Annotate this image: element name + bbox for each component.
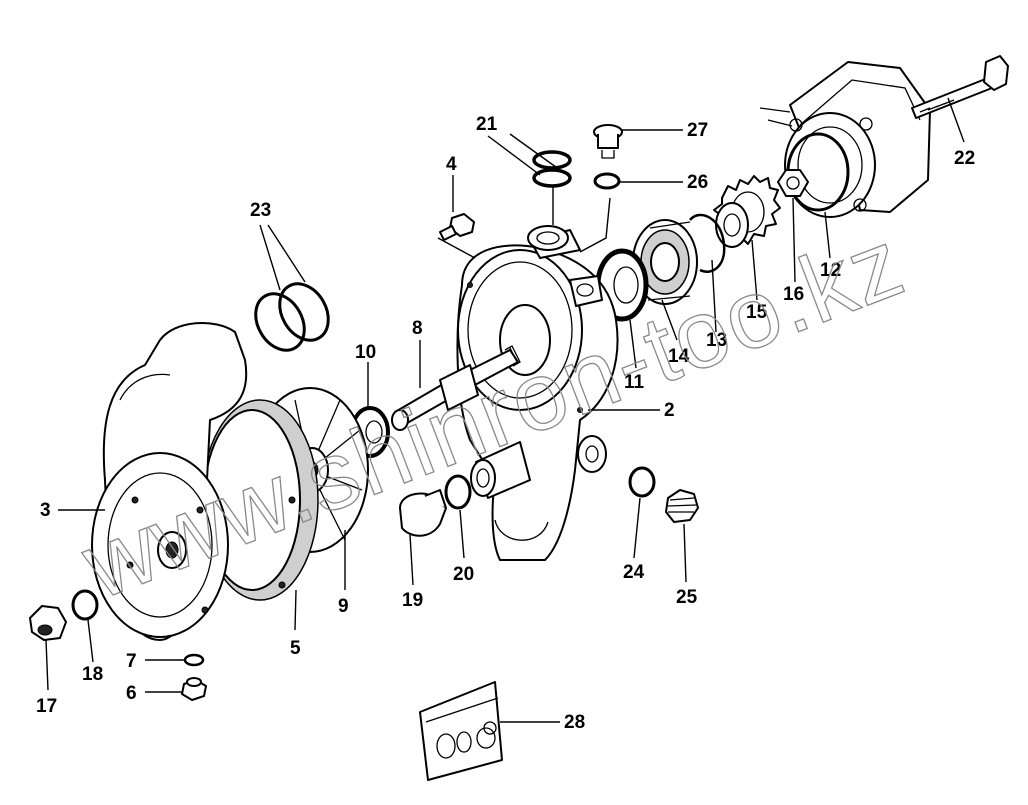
callout-20: 20 <box>453 564 474 585</box>
o-rings-part-23 <box>254 282 330 352</box>
plug-part-19 <box>399 489 447 537</box>
callout-17: 17 <box>36 696 57 717</box>
callout-13: 13 <box>706 330 727 351</box>
washer-part-18 <box>71 589 99 621</box>
callout-27: 27 <box>687 120 708 141</box>
callout-26: 26 <box>687 172 708 193</box>
washer-part-20 <box>444 474 472 510</box>
callout-5: 5 <box>290 638 301 659</box>
callout-8: 8 <box>412 318 423 339</box>
callout-15: 15 <box>746 302 768 323</box>
engine-mounting-flange <box>759 61 931 218</box>
callout-numbers: 2 3 4 5 6 7 8 9 10 11 12 13 14 15 16 17 … <box>36 114 975 733</box>
callout-3: 3 <box>40 500 51 521</box>
callout-12: 12 <box>820 260 841 281</box>
screw-part-6 <box>181 677 207 701</box>
callout-6: 6 <box>126 683 137 704</box>
washer-part-24 <box>628 466 656 498</box>
callout-10: 10 <box>355 342 376 363</box>
callout-23: 23 <box>250 200 271 221</box>
washer-part-26 <box>593 172 621 190</box>
callout-22: 22 <box>954 148 975 169</box>
callout-24: 24 <box>623 562 645 583</box>
screw-plug-part-27 <box>593 124 623 159</box>
shaft-part-8 <box>391 345 521 431</box>
callout-4: 4 <box>446 154 457 175</box>
callout-25: 25 <box>676 587 698 608</box>
callout-28: 28 <box>564 712 585 733</box>
callout-21: 21 <box>476 114 498 135</box>
callout-11: 11 <box>624 372 645 393</box>
bolt-part-4 <box>439 213 475 241</box>
callout-9: 9 <box>338 596 349 617</box>
plug-part-25 <box>665 489 699 523</box>
pump-cover-part-3 <box>91 322 248 641</box>
callout-14: 14 <box>668 346 690 367</box>
repair-kit-bag-part-28 <box>419 681 503 781</box>
callout-2: 2 <box>664 400 675 421</box>
callout-7: 7 <box>126 651 137 672</box>
snap-ring-part-13 <box>689 213 726 273</box>
o-rings-part-21 <box>532 150 572 188</box>
pump-body-part-2 <box>456 225 619 561</box>
callout-19: 19 <box>402 590 423 611</box>
bearing-part-14 <box>632 219 698 305</box>
nut-part-16 <box>777 169 809 197</box>
plug-part-17 <box>29 605 67 641</box>
leader-lines <box>45 97 965 723</box>
callout-18: 18 <box>82 664 103 685</box>
long-bolt-part-22 <box>911 55 1009 119</box>
callout-16: 16 <box>783 284 804 305</box>
washer-part-7 <box>183 653 205 667</box>
